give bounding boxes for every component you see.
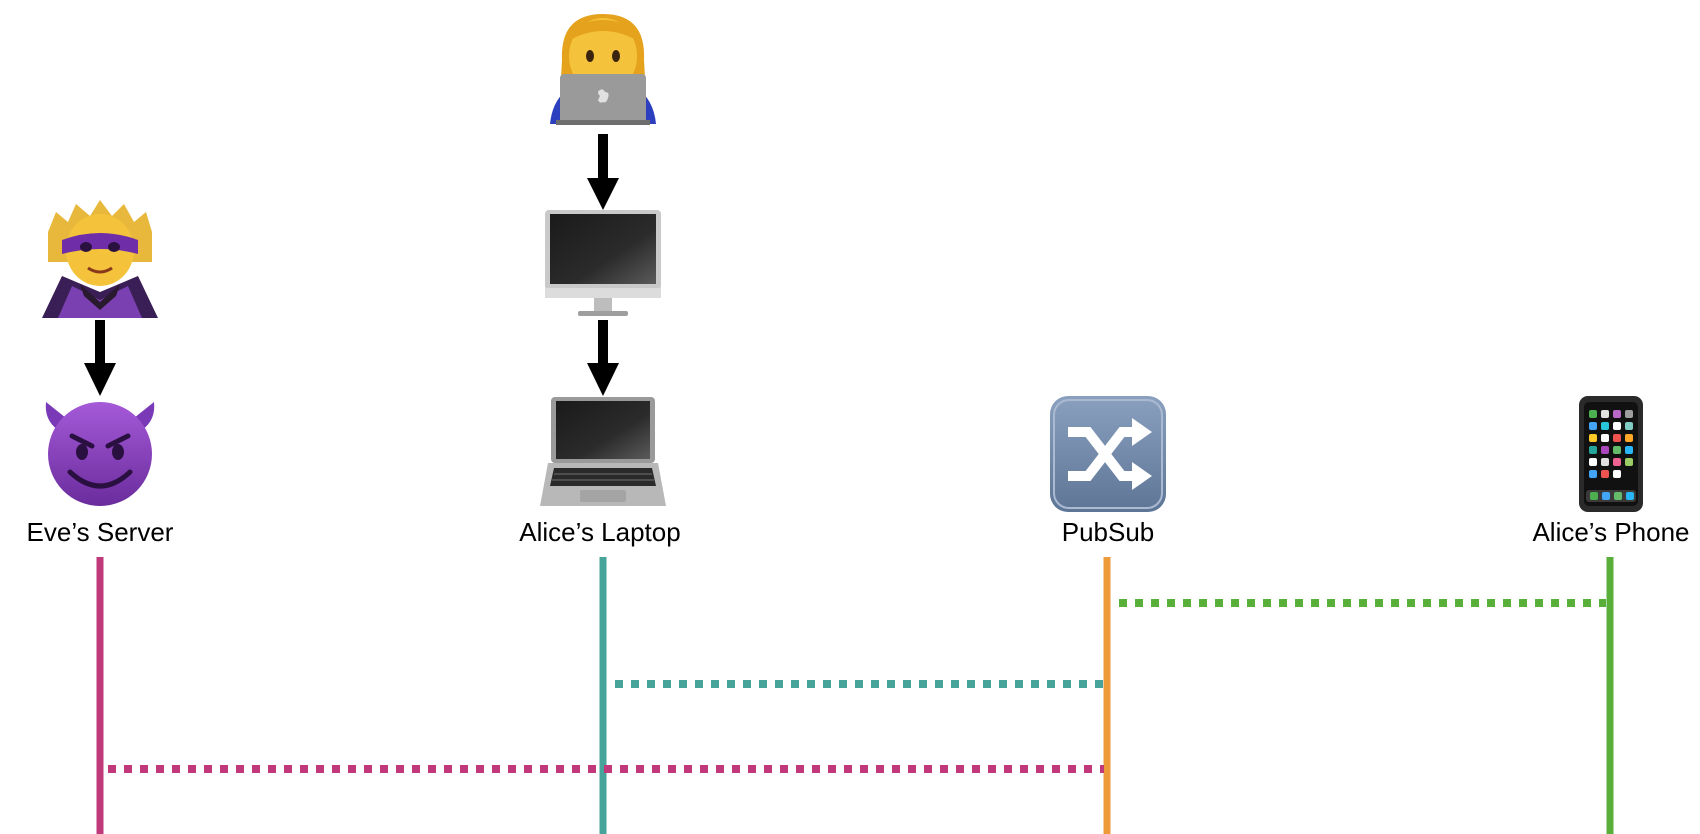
actor-label-alice-laptop: Alice’s Laptop (519, 517, 680, 547)
actor-label-alice-phone: Alice’s Phone (1532, 517, 1689, 547)
shuffle-icon (1050, 396, 1166, 512)
actor-label-eve-server: Eve’s Server (27, 517, 174, 547)
actor-label-pubsub: PubSub (1062, 517, 1155, 547)
supervillain-icon (42, 200, 158, 318)
arrow-eve-to-server (84, 320, 116, 396)
woman-technologist-icon (550, 14, 656, 125)
laptop-icon (540, 397, 666, 506)
smiling-devil-icon (45, 402, 155, 506)
desktop-computer-icon (545, 210, 661, 316)
arrow-desktop-to-laptop (587, 320, 619, 396)
arrow-alice-to-desktop (587, 134, 619, 210)
mobile-phone-icon (1579, 396, 1643, 512)
